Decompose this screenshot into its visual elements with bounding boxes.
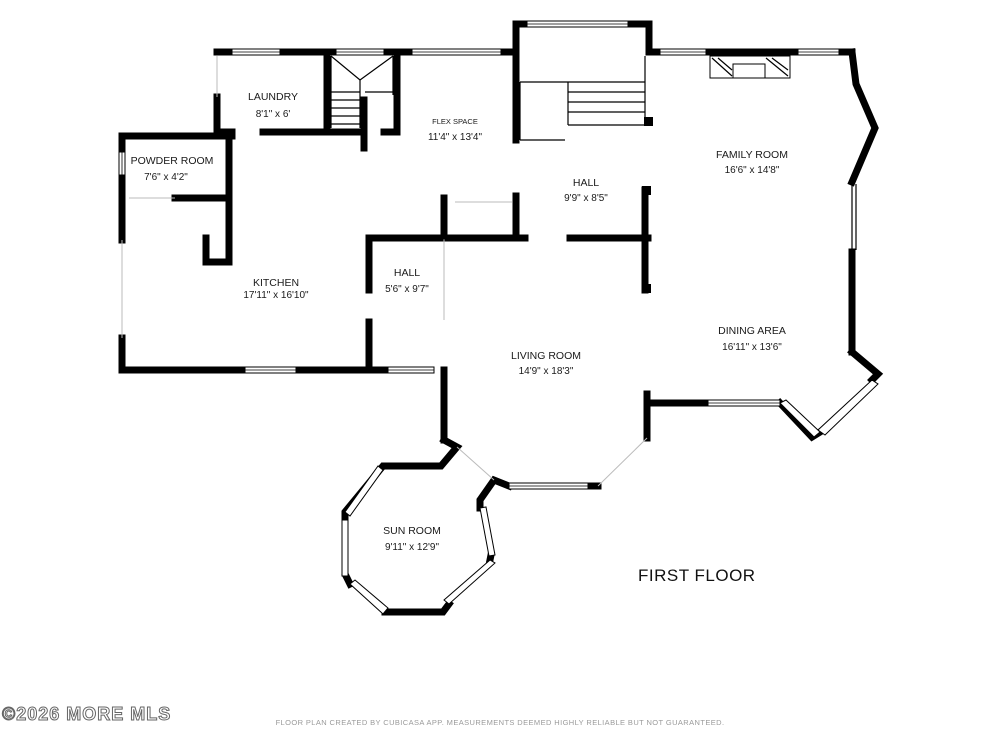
door-openings [121,56,648,487]
watermark: ©2026 MORE MLS [1,704,172,725]
svg-text:DINING AREA: DINING AREA [718,325,786,337]
fireplace [709,55,791,79]
room-label-powder-room: POWDER ROOM 7'6" x 4'2" [131,155,214,183]
svg-text:LAUNDRY: LAUNDRY [248,91,298,103]
room-label-living-room: LIVING ROOM 14'9" x 18'3" [511,350,581,377]
svg-text:SUN ROOM: SUN ROOM [383,525,441,537]
svg-text:KITCHEN: KITCHEN [253,277,299,289]
room-label-dining-area: DINING AREA 16'11" x 13'6" [718,325,786,353]
svg-text:HALL: HALL [394,267,420,279]
svg-text:5'6" x 9'7": 5'6" x 9'7" [385,284,429,295]
room-label-hall-upper: HALL 9'9" x 8'5" [564,177,608,204]
svg-text:16'11" x 13'6": 16'11" x 13'6" [722,342,782,353]
floor-title: FIRST FLOOR [638,566,756,585]
svg-text:HALL: HALL [573,177,599,189]
room-label-hall-lower: HALL 5'6" x 9'7" [385,267,429,295]
walls [118,20,884,616]
room-label-laundry: LAUNDRY 8'1" x 6' [248,91,298,120]
staircase-hall [519,56,646,141]
svg-text:9'11" x 12'9": 9'11" x 12'9" [385,542,440,553]
footer-disclaimer: FLOOR PLAN CREATED BY CUBICASA APP. MEAS… [275,718,725,727]
room-label-kitchen: KITCHEN 17'11" x 16'10" [243,277,309,301]
svg-text:17'11" x 16'10": 17'11" x 16'10" [243,290,309,301]
svg-text:14'9" x 18'3": 14'9" x 18'3" [519,366,574,377]
svg-text:POWDER ROOM: POWDER ROOM [131,155,214,167]
svg-text:16'6" x 14'8": 16'6" x 14'8" [725,165,780,176]
svg-text:LIVING ROOM: LIVING ROOM [511,350,581,362]
svg-text:8'1" x 6': 8'1" x 6' [256,109,291,120]
staircase-laundry [330,55,394,128]
windows [118,20,879,615]
svg-text:7'6" x 4'2": 7'6" x 4'2" [144,172,188,183]
room-label-family-room: FAMILY ROOM 16'6" x 14'8" [716,149,788,176]
svg-text:11'4" x 13'4": 11'4" x 13'4" [428,132,483,143]
svg-text:FLEX SPACE: FLEX SPACE [432,117,478,126]
room-label-sun-room: SUN ROOM 9'11" x 12'9" [383,525,441,553]
room-label-flex-space: FLEX SPACE 11'4" x 13'4" [428,117,483,143]
svg-text:FAMILY ROOM: FAMILY ROOM [716,149,788,161]
svg-text:9'9" x 8'5": 9'9" x 8'5" [564,193,608,204]
